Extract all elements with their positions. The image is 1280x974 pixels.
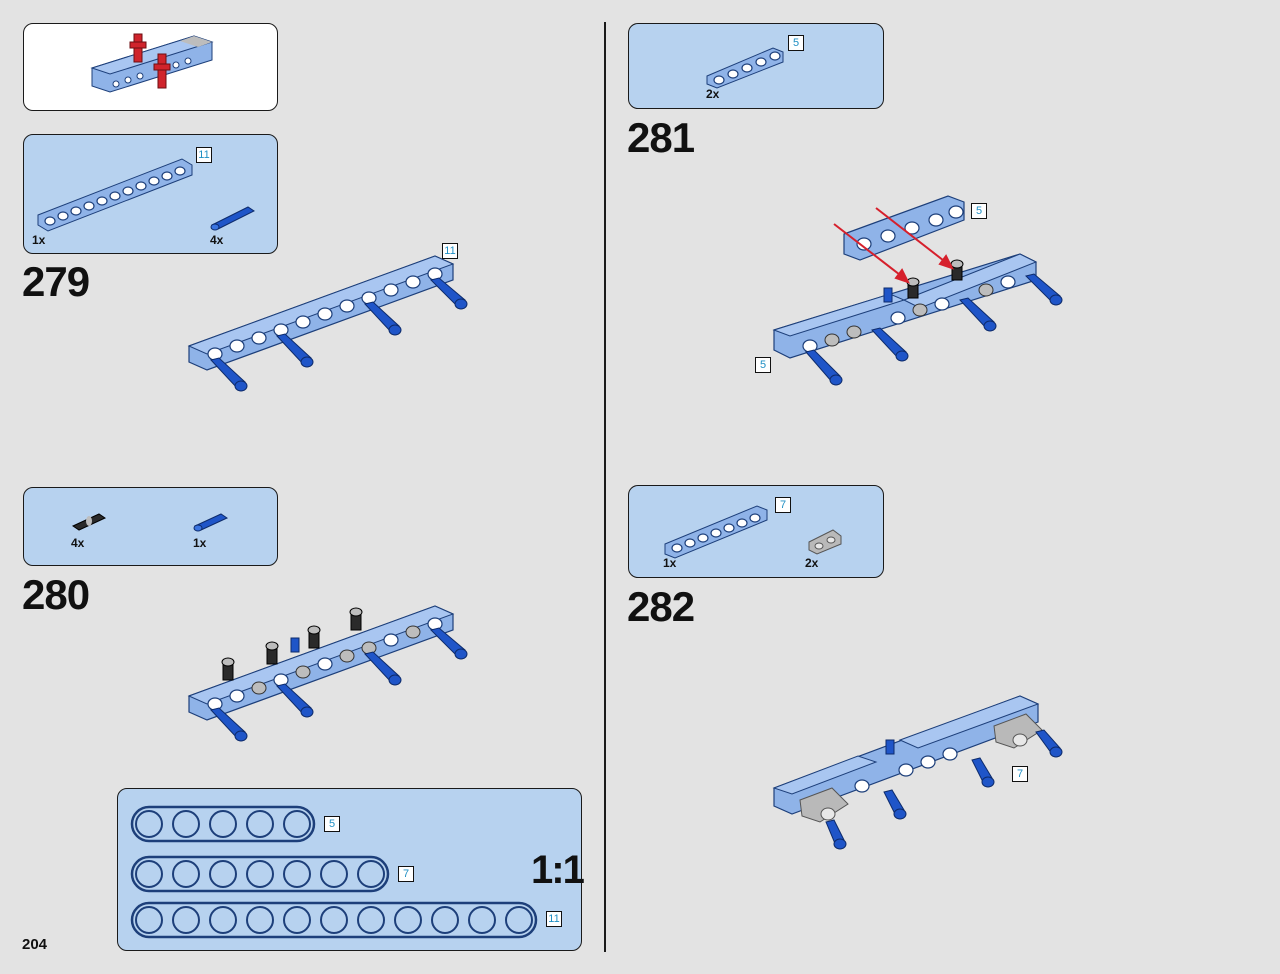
length-callout-7: 7 — [1012, 766, 1028, 782]
scale-guide-panel: 5 7 11 — [117, 788, 582, 951]
beam-11-icon — [37, 158, 193, 232]
blue-axle-pin-icon — [193, 513, 229, 532]
gray-connector-icon — [808, 529, 842, 555]
length-callout-7: 7 — [775, 497, 791, 513]
length-callout-5: 5 — [788, 35, 804, 51]
beam-7-outline-icon — [130, 855, 390, 893]
step-number: 281 — [627, 114, 695, 161]
length-callout-11: 11 — [546, 911, 562, 927]
parts-panel-282: 7 1x 2x — [628, 485, 884, 578]
length-callout-5: 5 — [755, 357, 771, 373]
part-qty: 1x — [193, 536, 207, 550]
part-qty: 2x — [706, 87, 720, 101]
parts-panel-279: 11 1x 4x — [23, 134, 278, 254]
beam-7-icon — [664, 505, 768, 559]
step-number: 279 — [22, 258, 90, 305]
step-279-assembly-icon — [187, 255, 468, 392]
blue-axle-pin-icon — [210, 206, 255, 231]
beam-11-outline-icon — [130, 901, 538, 939]
length-callout-5: 5 — [324, 816, 340, 832]
step-number: 282 — [627, 583, 695, 630]
page-divider — [604, 22, 606, 952]
step-280-assembly-icon — [187, 605, 468, 742]
step-281-assembly-icon — [772, 195, 1063, 386]
step-number: 280 — [22, 571, 90, 618]
page-number: 204 — [22, 936, 48, 953]
parts-panel-281: 5 2x — [628, 23, 884, 109]
beam-5-icon — [706, 47, 784, 89]
part-qty: 2x — [805, 556, 819, 570]
part-qty: 4x — [210, 233, 224, 247]
part-qty: 1x — [32, 233, 46, 247]
assembly-preview-icon — [90, 33, 214, 93]
beam-5-outline-icon — [130, 805, 316, 843]
step-282-assembly-icon — [772, 695, 1063, 850]
parts-panel-280: 4x 1x — [23, 487, 278, 566]
scale-label: 1:1 — [531, 848, 585, 892]
part-qty: 1x — [663, 556, 677, 570]
part-qty: 4x — [71, 536, 85, 550]
previous-result-panel — [23, 23, 278, 111]
length-callout-5: 5 — [971, 203, 987, 219]
length-callout-11: 11 — [196, 147, 212, 163]
length-callout-7: 7 — [398, 866, 414, 882]
length-callout-11: 11 — [442, 243, 458, 259]
black-pin-icon — [71, 513, 107, 531]
